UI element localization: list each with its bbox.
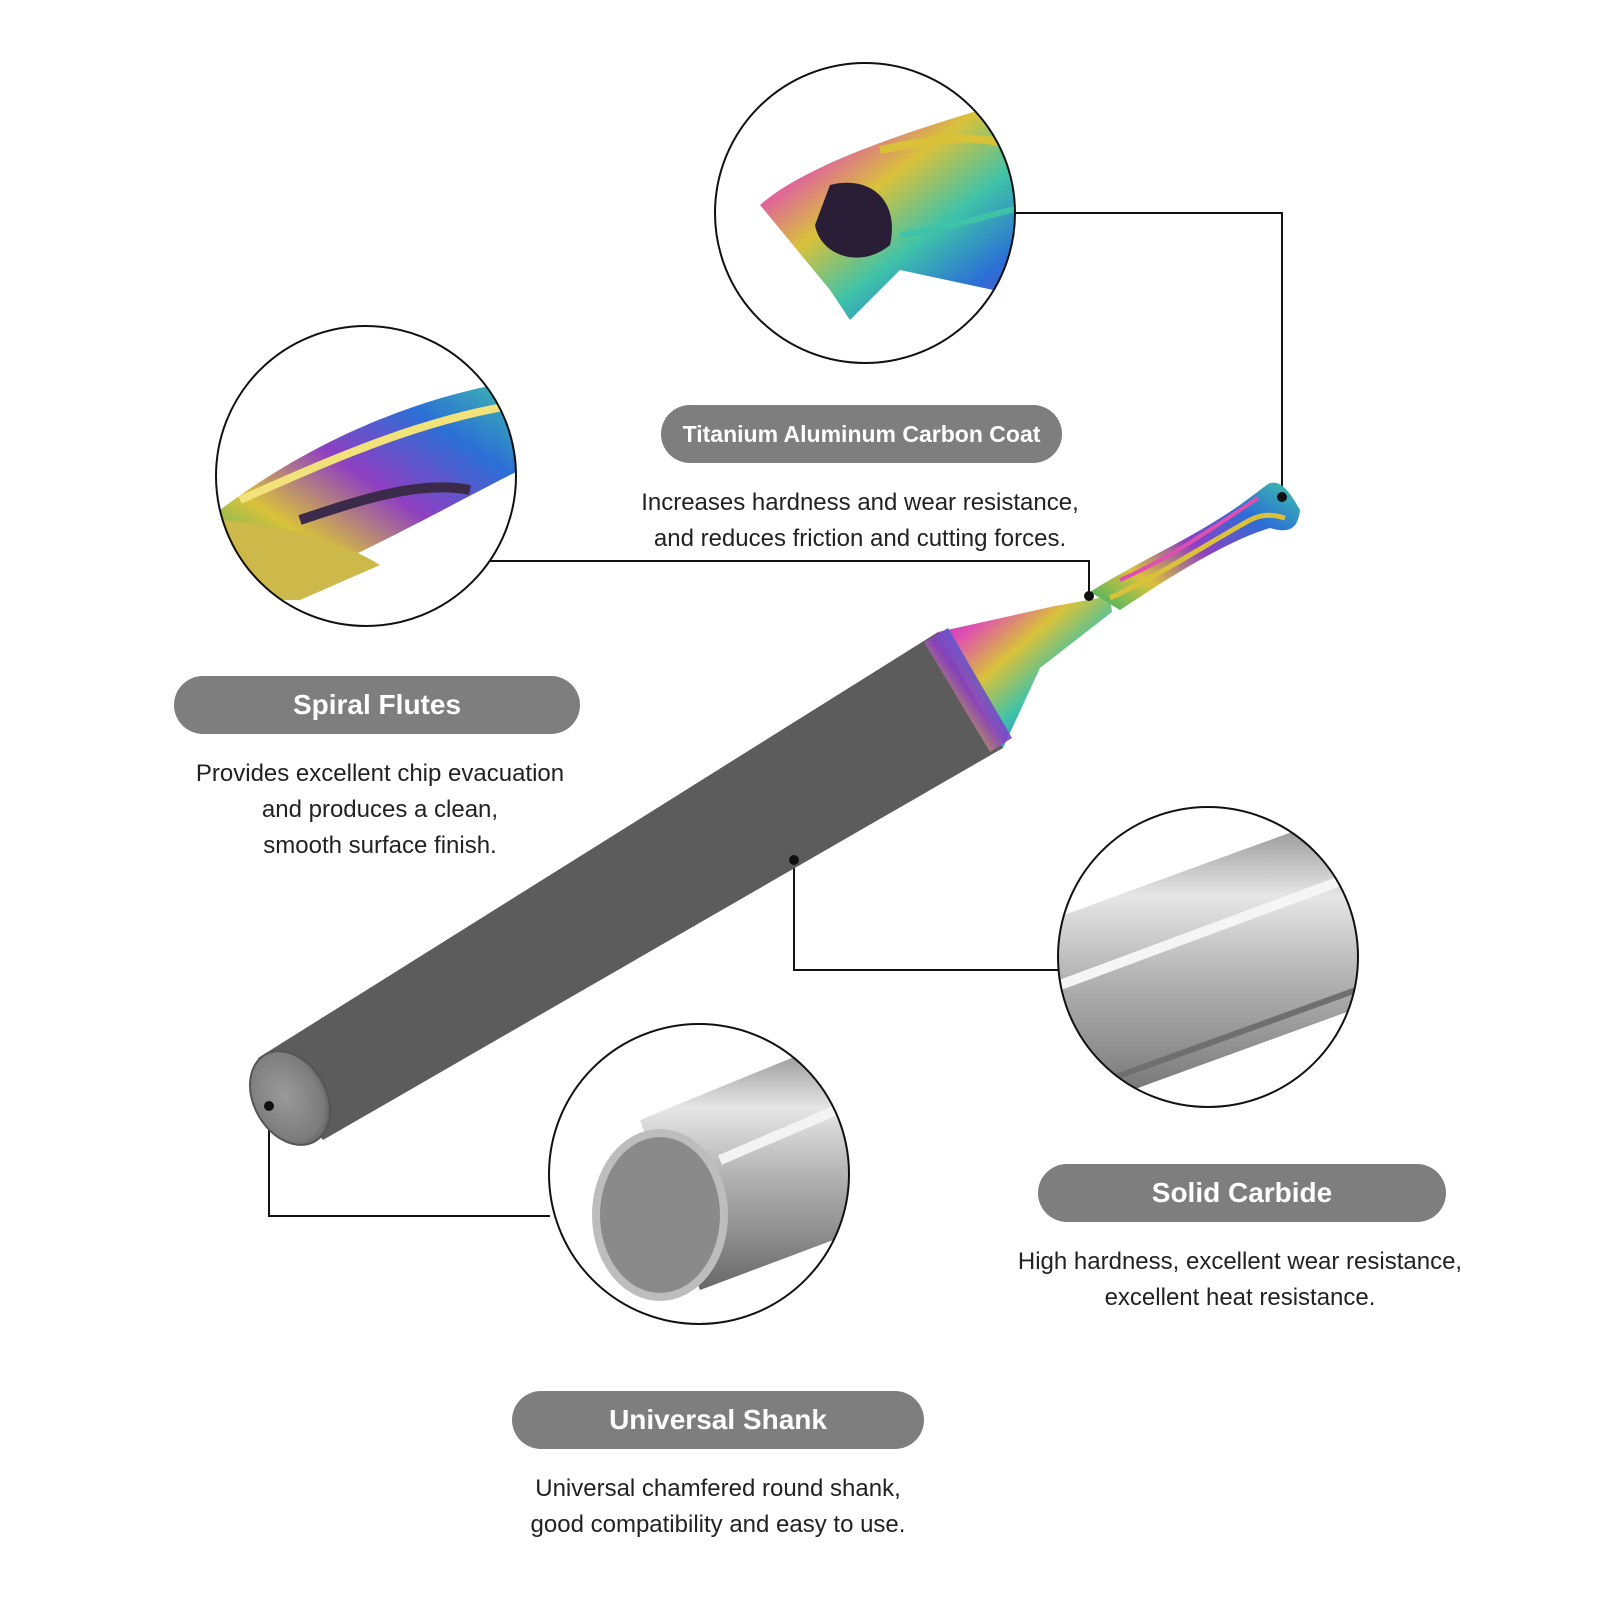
coat-description-line: and reduces friction and cutting forces.: [653, 525, 1067, 552]
coat-description-line: Increases hardness and wear resistance,: [641, 489, 1079, 516]
flutes-description-line: and produces a clean,: [261, 796, 499, 823]
coated-neck: [938, 596, 1112, 748]
coating-band: [924, 628, 1012, 752]
end-mill-illustration: [249, 482, 1300, 1146]
carbide-title: Solid Carbide: [1151, 1177, 1333, 1208]
coat-description: Increases hardness and wear resistance, …: [580, 485, 1140, 557]
shank-title: Universal Shank: [609, 1404, 827, 1435]
shank-body: [258, 632, 1003, 1140]
shank-description-line: good compatibility and easy to use.: [530, 1511, 906, 1538]
zoom-circle-shank: [548, 1023, 850, 1325]
anchor-dots: [264, 492, 1287, 1111]
leader-line-flutes: [490, 560, 1090, 594]
flutes-title-badge: Spiral Flutes: [174, 676, 580, 734]
carbide-description: High hardness, excellent wear resistance…: [960, 1244, 1520, 1316]
anchor-dot-shank: [264, 1101, 274, 1111]
leader-line-coat: [1015, 212, 1283, 495]
shank-description: Universal chamfered round shank, good co…: [478, 1471, 958, 1543]
flutes-title: Spiral Flutes: [292, 689, 462, 720]
coat-title: Titanium Aluminum Carbon Coat: [682, 420, 1041, 447]
flutes-description: Provides excellent chip evacuation and p…: [140, 756, 620, 864]
zoom-circle-coat: [714, 62, 1016, 364]
anchor-dot-flutes: [1084, 591, 1094, 601]
anchor-dot-coat: [1277, 492, 1287, 502]
carbide-description-line: excellent heat resistance.: [1104, 1284, 1376, 1311]
coat-title-badge: Titanium Aluminum Carbon Coat: [661, 405, 1062, 463]
shank-description-line: Universal chamfered round shank,: [535, 1475, 901, 1502]
leader-line-shank: [268, 1106, 550, 1217]
leader-lines: [268, 212, 1283, 1217]
flutes-description-line: smooth surface finish.: [263, 832, 497, 859]
shank-title-badge: Universal Shank: [512, 1391, 924, 1449]
carbide-title-badge: Solid Carbide: [1038, 1164, 1446, 1222]
shank-end-cap: [249, 1050, 331, 1146]
leader-line-carbide: [793, 860, 1058, 971]
anchor-dot-carbide: [789, 855, 799, 865]
zoom-circle-flutes: [215, 325, 517, 627]
spiral-flutes: [1090, 482, 1300, 610]
carbide-description-line: High hardness, excellent wear resistance…: [1017, 1248, 1463, 1275]
zoom-circle-carbide: [1057, 806, 1359, 1108]
flutes-description-line: Provides excellent chip evacuation: [195, 760, 565, 787]
